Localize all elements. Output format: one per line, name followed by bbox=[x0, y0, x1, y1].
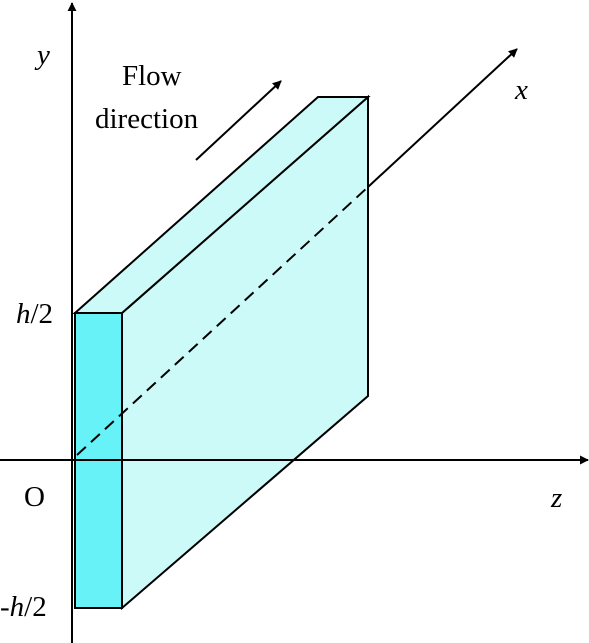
origin-label: O bbox=[24, 481, 45, 513]
y-axis-label: y bbox=[34, 39, 50, 71]
x-axis bbox=[367, 48, 518, 188]
bottom-boundary-suffix: /2 bbox=[24, 591, 47, 623]
flow-label-line1: Flow bbox=[122, 60, 182, 92]
z-axis-label: z bbox=[550, 482, 562, 514]
bottom-boundary-h: h bbox=[10, 591, 25, 623]
top-boundary-suffix: /2 bbox=[31, 298, 54, 330]
top-boundary-label: h/2 bbox=[16, 298, 53, 330]
bottom-boundary-label: -h/2 bbox=[0, 591, 47, 623]
flow-direction-arrow bbox=[195, 80, 282, 161]
x-axis-label: x bbox=[514, 74, 528, 106]
x-axis-hidden bbox=[76, 186, 369, 456]
bottom-boundary-prefix: - bbox=[0, 591, 10, 623]
top-boundary-h: h bbox=[16, 298, 31, 330]
flow-label-line2: direction bbox=[95, 103, 199, 135]
